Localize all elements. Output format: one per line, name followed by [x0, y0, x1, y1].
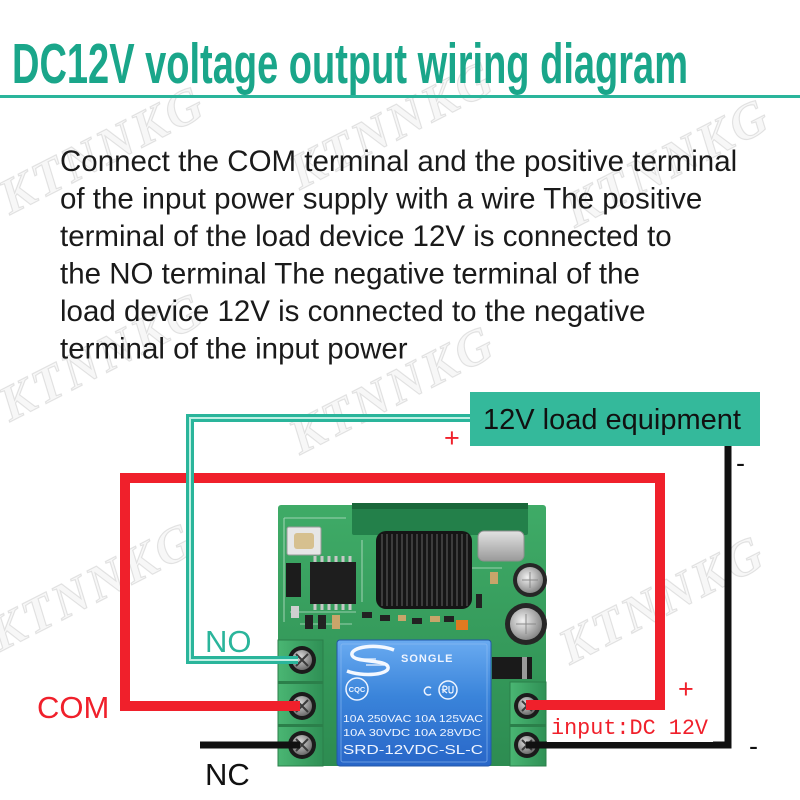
- cqc-mark-icon: CQC: [345, 677, 369, 701]
- relay-model: SRD-12VDC-SL-C: [343, 743, 483, 757]
- instruction-line: Connect the COM terminal and the positiv…: [60, 145, 737, 178]
- push-button-component: [286, 526, 322, 556]
- ic-chip: [310, 556, 356, 610]
- crystal-oscillator: [477, 530, 525, 562]
- labels: NO COM NC + - + -: [37, 423, 758, 792]
- label-no: NO: [205, 624, 252, 659]
- relay-rating-dc: 10A 30VDC 10A 28VDC: [343, 727, 482, 739]
- instruction-line: terminal of the load device 12V is conne…: [60, 220, 672, 253]
- songle-logo-icon: [346, 644, 395, 677]
- input-label: input:DC 12V: [551, 716, 709, 741]
- instruction-line: terminal of the input power: [60, 333, 408, 366]
- page-title: DC12V voltage output wiring diagram: [12, 32, 688, 96]
- wire-black-load-negative-to-input-negative: [526, 446, 732, 749]
- rf-receiver-module: [352, 503, 528, 535]
- capacitor-large: [505, 603, 547, 645]
- transistor-component: [286, 563, 301, 597]
- ul-mark-icon: [423, 680, 458, 700]
- wire-red-com-to-input-positive: [120, 473, 665, 711]
- led-component: [456, 620, 468, 630]
- input-negative-sign: -: [749, 731, 758, 761]
- capacitor-small: [513, 563, 547, 597]
- load-positive-sign: +: [444, 423, 460, 453]
- relay: SONGLE CQC 10A 250VAC 10A 125VAC 10A 30V…: [336, 639, 492, 767]
- input-label-box: input:DC 12V: [547, 712, 713, 742]
- screw-nc: [288, 731, 316, 759]
- wire-teal-core: [189, 417, 470, 661]
- instruction-line: load device 12V is connected to the nega…: [60, 295, 646, 328]
- load-equipment-label: 12V load equipment: [483, 404, 741, 436]
- title-underline: [0, 95, 800, 98]
- smd-components: [291, 572, 498, 629]
- relay-certification: CQC: [349, 685, 366, 694]
- diode-component: [492, 657, 532, 679]
- relay-brand: SONGLE: [401, 653, 453, 665]
- antenna-coil: [376, 531, 472, 609]
- input-label-background: [547, 712, 713, 742]
- relay-rating-ac: 10A 250VAC 10A 125VAC: [343, 713, 483, 725]
- load-negative-sign: -: [736, 448, 745, 478]
- terminal-block-right: [509, 681, 547, 767]
- load-equipment-box: 12V load equipment: [470, 392, 760, 446]
- relay-board: SONGLE CQC 10A 250VAC 10A 125VAC 10A 30V…: [277, 503, 547, 767]
- instruction-line: the NO terminal The negative terminal of…: [60, 258, 640, 291]
- wires: [120, 414, 732, 749]
- relay-body: [336, 639, 492, 767]
- instruction-line: of the input power supply with a wire Th…: [60, 183, 702, 216]
- input-positive-sign: +: [678, 674, 694, 704]
- watermark-text: KTNNKG: [0, 510, 204, 662]
- instructions: Connect the COM terminal and the positiv…: [60, 145, 737, 366]
- load-equipment-background: [470, 392, 760, 446]
- label-nc: NC: [205, 757, 250, 792]
- label-com: COM: [37, 690, 109, 725]
